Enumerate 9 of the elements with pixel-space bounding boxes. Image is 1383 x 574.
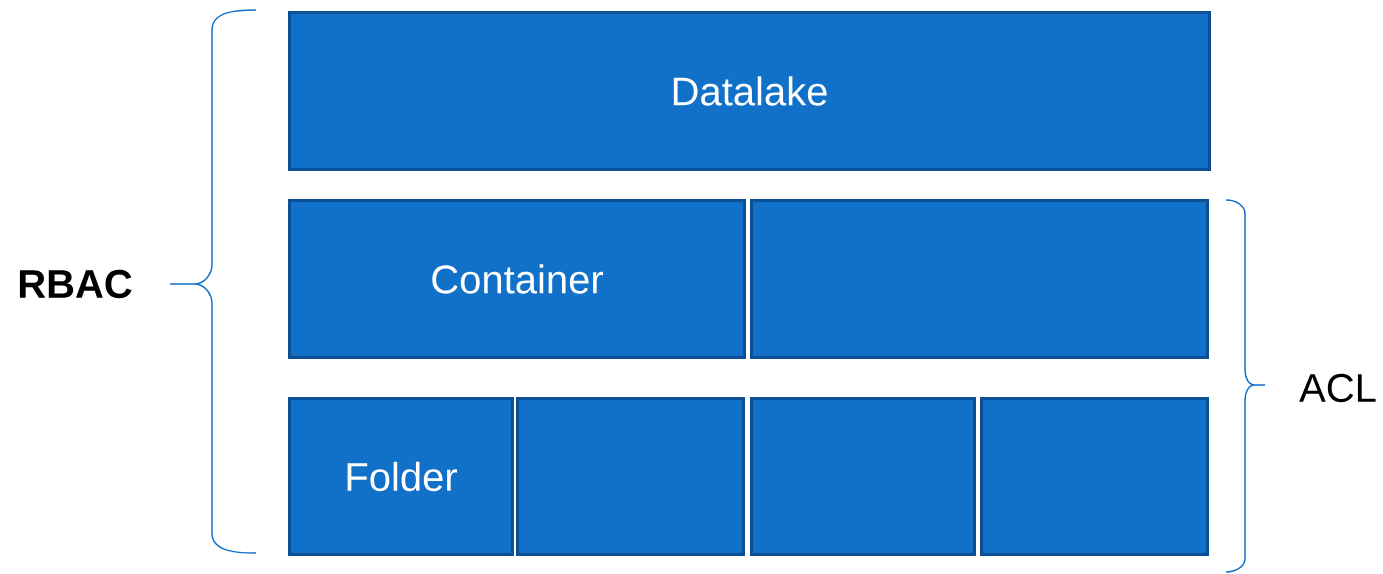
block xyxy=(750,199,1209,359)
side-label: RBAC xyxy=(19,269,132,299)
side-label: ACL xyxy=(1299,373,1376,403)
labeled-block: Container xyxy=(288,199,746,359)
block xyxy=(980,397,1209,556)
labeled-block: Datalake xyxy=(288,11,1211,171)
block xyxy=(750,397,976,556)
block xyxy=(516,397,745,556)
labeled-block: Folder xyxy=(288,397,514,556)
